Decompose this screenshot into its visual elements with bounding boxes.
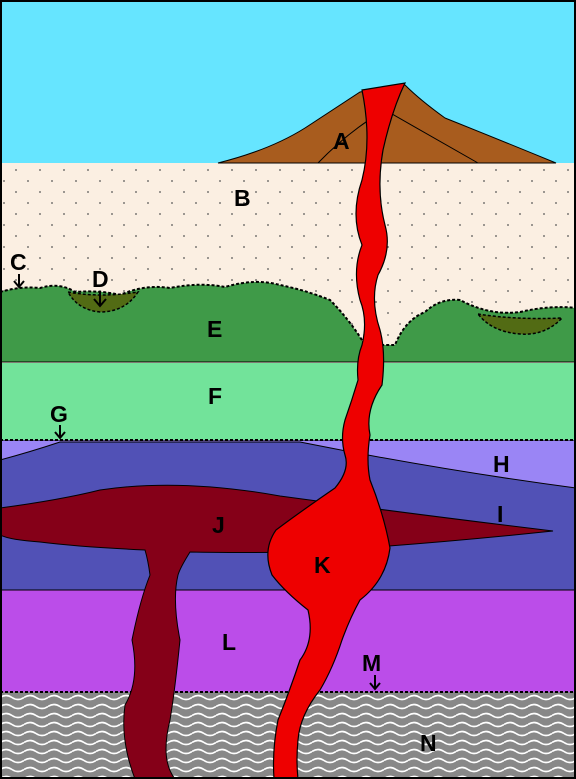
layer-l	[0, 590, 576, 695]
dike-k	[267, 82, 407, 779]
label-a: A	[333, 128, 350, 154]
arrow-g-icon	[54, 425, 66, 440]
label-j: J	[212, 512, 225, 538]
arrow-d-icon	[93, 291, 107, 308]
intrusion-j	[0, 484, 554, 779]
label-e: E	[207, 316, 222, 342]
label-f: F	[208, 383, 222, 409]
label-c: C	[10, 249, 27, 275]
label-k: K	[314, 552, 331, 578]
layer-h	[0, 439, 576, 489]
arrow-m-icon	[369, 675, 381, 691]
label-d: D	[92, 266, 109, 292]
arrow-c-icon	[13, 274, 25, 289]
layer-f	[0, 362, 576, 440]
erosion-surface-e	[0, 281, 576, 346]
label-m: M	[362, 650, 381, 676]
label-g: G	[50, 401, 68, 427]
label-n: N	[420, 730, 437, 756]
layer-e	[0, 281, 576, 362]
label-l: L	[222, 629, 236, 655]
label-b: B	[234, 185, 251, 211]
label-h: H	[493, 451, 510, 477]
label-i: I	[497, 501, 503, 527]
channel-fill-right	[476, 312, 564, 335]
